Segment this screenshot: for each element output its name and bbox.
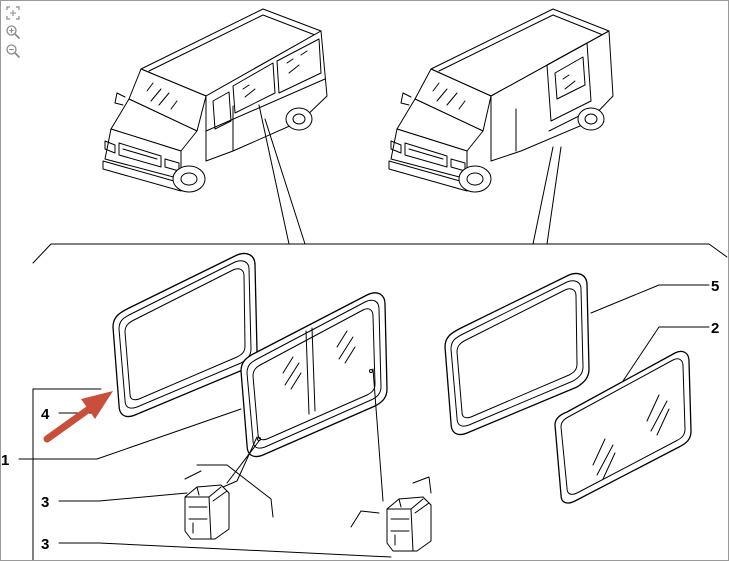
part-sliding-window bbox=[240, 292, 388, 458]
van-panel bbox=[388, 8, 614, 193]
part-glass-pane bbox=[554, 350, 692, 504]
clip-guide-right bbox=[350, 476, 432, 528]
part-clip-right bbox=[386, 496, 432, 552]
callout-leaders bbox=[18, 284, 710, 560]
callout-label-3-upper: 3 bbox=[41, 494, 49, 511]
van-with-windows bbox=[102, 8, 328, 193]
viewer-toolbar bbox=[5, 5, 23, 59]
clip-guide-left bbox=[184, 464, 274, 518]
part-seal-left bbox=[112, 252, 258, 418]
callout-label-2: 2 bbox=[711, 320, 719, 337]
callout-label-5: 5 bbox=[711, 278, 719, 295]
fit-to-window-icon[interactable] bbox=[5, 5, 21, 21]
zoom-out-icon[interactable] bbox=[5, 43, 21, 59]
callout-label-4: 4 bbox=[41, 406, 50, 423]
part-clip-left bbox=[184, 484, 230, 540]
explode-frame bbox=[32, 243, 728, 264]
part-seal-right bbox=[444, 272, 590, 436]
zoom-in-icon[interactable] bbox=[5, 24, 21, 40]
leader-left-van bbox=[258, 104, 306, 245]
callout-label-3-lower: 3 bbox=[41, 536, 49, 553]
leader-right-van bbox=[532, 146, 562, 245]
highlight-arrow-icon bbox=[43, 391, 113, 443]
callout-label-1: 1 bbox=[1, 452, 9, 469]
